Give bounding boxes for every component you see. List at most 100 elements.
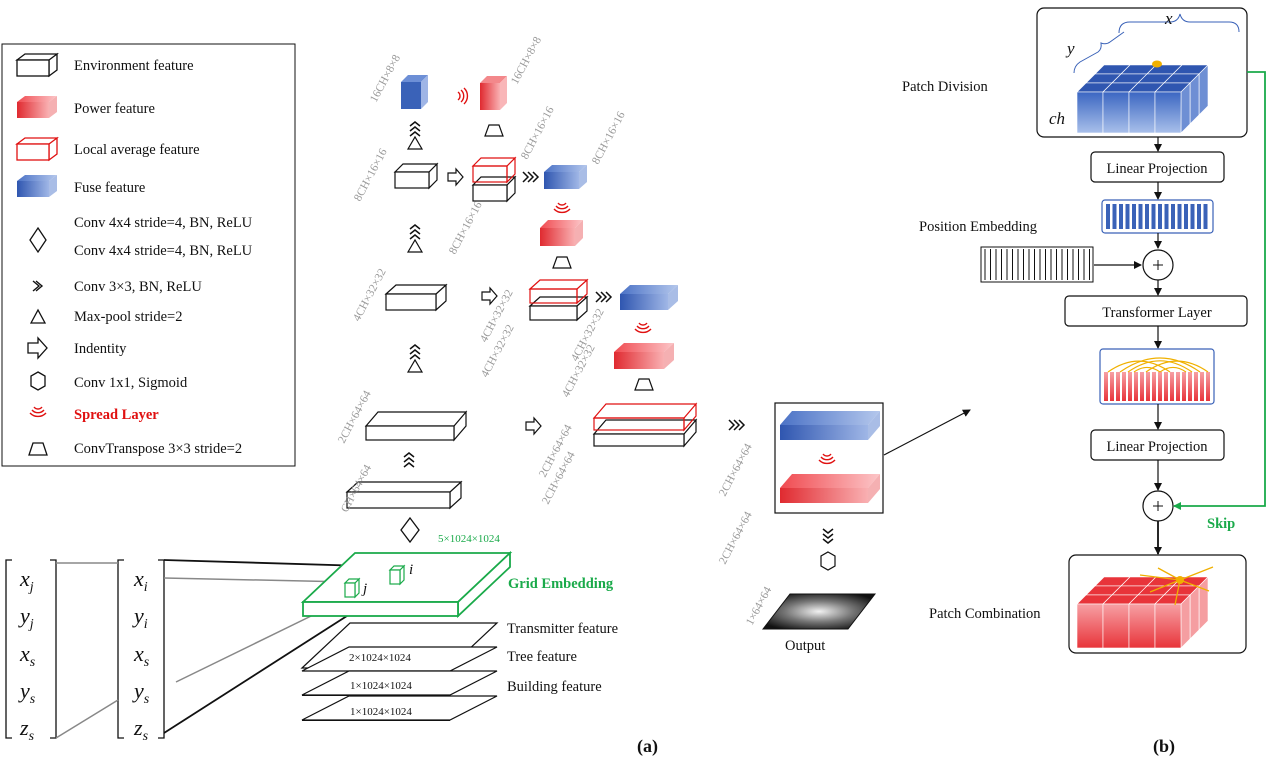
power-cube-16ch <box>480 76 507 110</box>
attn-arc <box>1133 366 1161 373</box>
plus-icon <box>1153 260 1163 270</box>
patch-cube-side <box>1180 594 1191 649</box>
identity-icon <box>481 287 498 305</box>
legend-conv4x4-b: Conv 4x4 stride=4, BN, ReLU <box>74 243 253 259</box>
patch-cube-side <box>1198 576 1209 631</box>
diamond-icon <box>400 516 420 544</box>
maxpool-icon <box>407 239 423 253</box>
dim-16ch-b: 16CH×8×8 <box>509 35 544 87</box>
conv-forward-icon <box>728 419 745 431</box>
position-embedding-label: Position Embedding <box>919 219 1037 235</box>
attn-token <box>1152 372 1156 401</box>
convtranspose-icon <box>484 124 504 137</box>
patch-cube-front <box>1128 91 1156 134</box>
legend-convtranspose: ConvTranspose 3×3 stride=2 <box>74 441 242 457</box>
token-bar <box>1164 204 1169 229</box>
layer-dim-1: 2×1024×1024 <box>349 652 411 664</box>
patch-cube-front <box>1154 603 1182 649</box>
dim-8ch-a: 8CH×16×16 <box>352 147 390 204</box>
patch-combination-label: Patch Combination <box>929 606 1041 622</box>
token-bar <box>1138 204 1143 229</box>
token-bar <box>1119 204 1123 229</box>
plus-icon <box>1153 501 1163 511</box>
skip-label: Skip <box>1207 516 1235 532</box>
arrow-right-icon <box>27 336 48 360</box>
power-box-8ch <box>540 220 583 246</box>
spread-icon <box>634 322 652 334</box>
caption-a: (a) <box>637 736 658 757</box>
vector-j-entry: ys <box>18 678 36 707</box>
conv3x3-icon <box>409 224 421 240</box>
maxpool-icon <box>407 359 423 373</box>
triangle-icon <box>29 308 47 324</box>
conv-forward-icon <box>522 171 539 183</box>
token-bar <box>1158 204 1162 229</box>
patch-grid-blue <box>1076 64 1209 134</box>
attention-arcs <box>1104 357 1210 401</box>
vector-j-entry: xs <box>19 641 36 670</box>
attn-token <box>1188 372 1192 401</box>
connector-arrow <box>883 409 971 456</box>
attn-token <box>1104 372 1108 401</box>
legend-local-average: Local average feature <box>74 142 200 158</box>
token-bar <box>1125 204 1130 229</box>
legend-conv4x4-a: Conv 4x4 stride=4, BN, ReLU <box>74 215 253 231</box>
vector-j-entry: zs <box>19 715 35 744</box>
token-bar <box>1190 204 1195 229</box>
dim-8ch-c: 8CH×16×16 <box>519 105 557 162</box>
attn-token <box>1128 372 1132 401</box>
token-bar <box>1197 204 1201 229</box>
token-bar <box>1132 204 1136 229</box>
convtranspose-icon <box>552 256 572 269</box>
token-bar <box>1151 204 1156 229</box>
patch-cube-front <box>1102 603 1130 649</box>
trapezoid-icon <box>28 442 48 456</box>
attn-arc <box>1127 360 1193 373</box>
stack-4ch <box>528 278 589 322</box>
patch-tokens <box>1101 199 1214 234</box>
local-average-feature-icon <box>15 136 59 162</box>
patch-cube-front <box>1076 91 1104 134</box>
legend-environment: Environment feature <box>74 58 194 74</box>
power-box-4ch <box>614 343 674 369</box>
diamond-icon <box>29 226 47 254</box>
attn-token <box>1176 372 1180 401</box>
grid-embedding-label: Grid Embedding <box>508 576 614 592</box>
dim-8ch-d: 8CH×16×16 <box>590 110 628 167</box>
legend-identity: Indentity <box>74 341 127 357</box>
attn-token <box>1164 372 1168 401</box>
convtranspose-icon <box>634 378 654 391</box>
attn-token <box>1182 372 1186 401</box>
attn-token <box>1140 372 1144 401</box>
legend-maxpool: Max-pool stride=2 <box>74 309 182 325</box>
token-bar <box>1106 204 1110 229</box>
fuse-slab-final <box>780 411 880 440</box>
patch-cube-side <box>1198 64 1209 116</box>
token-bar <box>1112 204 1117 229</box>
attn-token <box>1170 372 1174 401</box>
combination-arrows <box>1139 566 1214 606</box>
attn-token <box>1200 372 1204 401</box>
position-embedding-bars <box>980 246 1094 283</box>
transformer-layer-box <box>1064 295 1248 327</box>
linear-projection-1-label: Linear Projection <box>1106 161 1208 177</box>
output-label: Output <box>785 638 825 654</box>
label-i: i <box>409 562 413 578</box>
vector-i-entry: yi <box>132 603 148 632</box>
legend-power: Power feature <box>74 101 155 117</box>
attn-arc <box>1159 366 1187 373</box>
stack-2ch <box>592 402 698 448</box>
attn-token <box>1146 372 1150 401</box>
feature-layers <box>300 622 499 721</box>
power-slab-final <box>780 474 880 503</box>
env-box-8ch <box>393 162 439 190</box>
position-embedding-box <box>980 246 1094 283</box>
fuse-cube-16ch <box>401 75 428 109</box>
tree-label: Tree feature <box>507 649 577 665</box>
conv3x3-icon <box>409 121 421 137</box>
dim-2ch-e: 2CH×64×64 <box>717 510 755 567</box>
env-box-2ch <box>364 410 468 442</box>
patch-grid-red <box>1076 576 1209 649</box>
axis-ch-label: ch <box>1049 109 1065 128</box>
